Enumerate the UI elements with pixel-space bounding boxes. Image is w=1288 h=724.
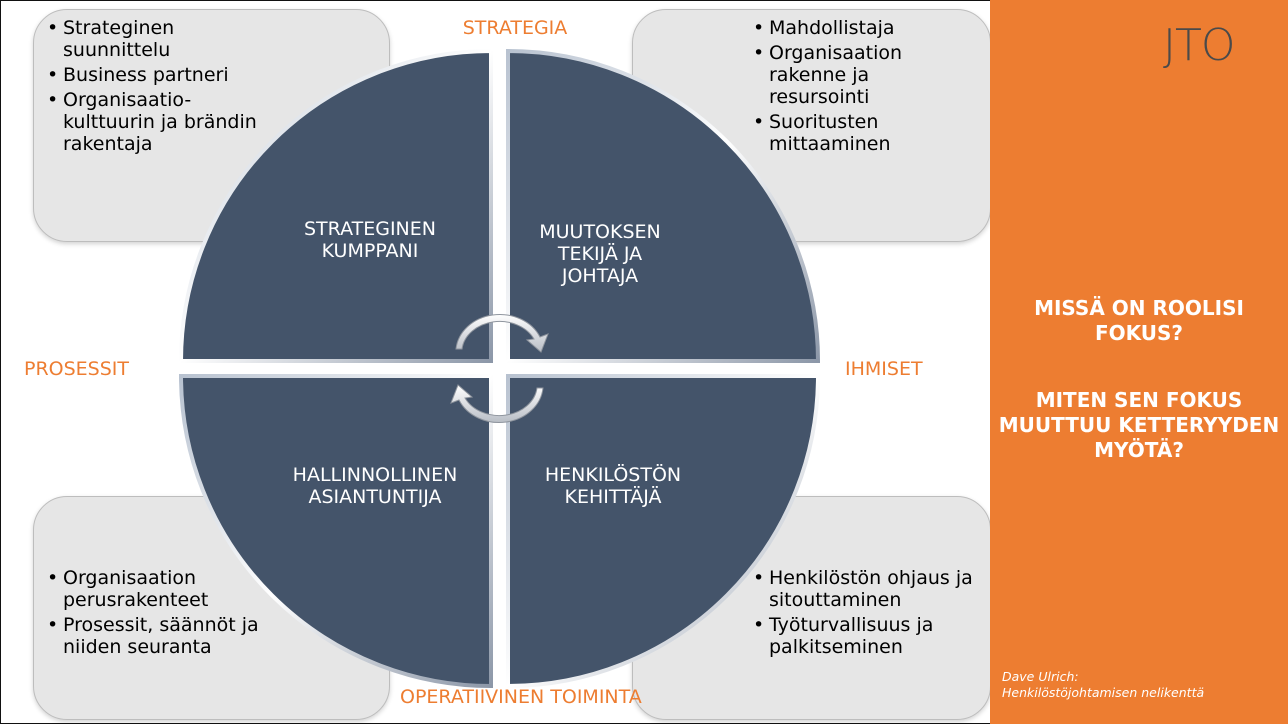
list-item: •Business partneri [47, 64, 229, 86]
axis-label-processes: PROSESSIT [24, 358, 130, 380]
cycle-arrows-icon [450, 313, 549, 424]
bullet-icon: • [47, 567, 59, 589]
quadrant-title-change-agent: MUUTOKSEN TEKIJÄ JA JOHTAJA [539, 221, 661, 287]
credit-title: Henkilöstöjohtamisen nelikenttä [1002, 685, 1205, 700]
bullet-icon: • [47, 17, 59, 39]
bullet-list-bottom-left: •Organisaation perusrakenteet •Prosessit… [46, 567, 286, 661]
source-credit: Dave Ulrich: Henkilöstöjohtamisen nelike… [1002, 669, 1282, 701]
axis-label-people: IHMISET [845, 358, 923, 380]
bullet-list-top-left: •Strateginen suunnittelu •Business partn… [46, 17, 268, 158]
quadrant-top-right [506, 48, 821, 363]
list-item: •Organisaation rakenne ja resursointi [753, 42, 903, 108]
quadrant-top-left [178, 48, 493, 363]
bullet-icon: • [47, 89, 59, 111]
bullet-list-bottom-right: •Henkilöstön ohjaus ja sitouttaminen •Ty… [752, 567, 982, 661]
quadrant-title-strategic-partner: STRATEGINEN KUMPPANI [304, 218, 436, 262]
quadrant-title-administrative-expert: HALLINNOLLINEN ASIANTUNTIJA [292, 464, 458, 508]
bullet-list-top-right: •Mahdollistaja •Organisaation rakenne ja… [752, 17, 972, 158]
logo-text: JTO [1163, 20, 1235, 71]
list-item: •Henkilöstön ohjaus ja sitouttaminen [753, 567, 973, 611]
bullet-icon: • [753, 567, 765, 589]
quadrant-bottom-right [506, 374, 821, 689]
bullet-icon: • [47, 614, 59, 636]
quadrant-title-employee-champion: HENKILÖSTÖN KEHITTÄJÄ [544, 464, 682, 508]
sidebar-question-agility: MITEN SEN FOKUS MUUTTUU KETTERYYDEN MYÖT… [998, 388, 1280, 462]
list-item: •Mahdollistaja [753, 17, 895, 39]
bullet-icon: • [753, 42, 765, 64]
role-wheel [178, 48, 821, 689]
axis-label-operations: OPERATIIVINEN TOIMINTA [400, 686, 642, 708]
sidebar-panel [990, 0, 1288, 724]
quadrant-bottom-left [178, 374, 493, 689]
jto-logo: JTO [1163, 20, 1273, 71]
bullet-icon: • [47, 64, 59, 86]
bullet-icon: • [753, 614, 765, 636]
list-item: •Suoritusten mittaaminen [753, 111, 891, 155]
axis-label-strategy: STRATEGIA [462, 17, 568, 39]
list-item: •Organisaatio-kulttuurin ja brändin rake… [47, 89, 257, 155]
list-item: •Työturvallisuus ja palkitseminen [753, 614, 934, 658]
list-item: •Organisaation perusrakenteet [47, 567, 209, 611]
bullet-icon: • [753, 111, 765, 133]
list-item: •Strateginen suunnittelu [47, 17, 175, 61]
list-item: •Prosessit, säännöt ja niiden seuranta [47, 614, 259, 658]
credit-author: Dave Ulrich: [1002, 669, 1079, 684]
sidebar-question-focus: MISSÄ ON ROOLISI FOKUS? [1034, 296, 1244, 345]
bullet-icon: • [753, 17, 765, 39]
